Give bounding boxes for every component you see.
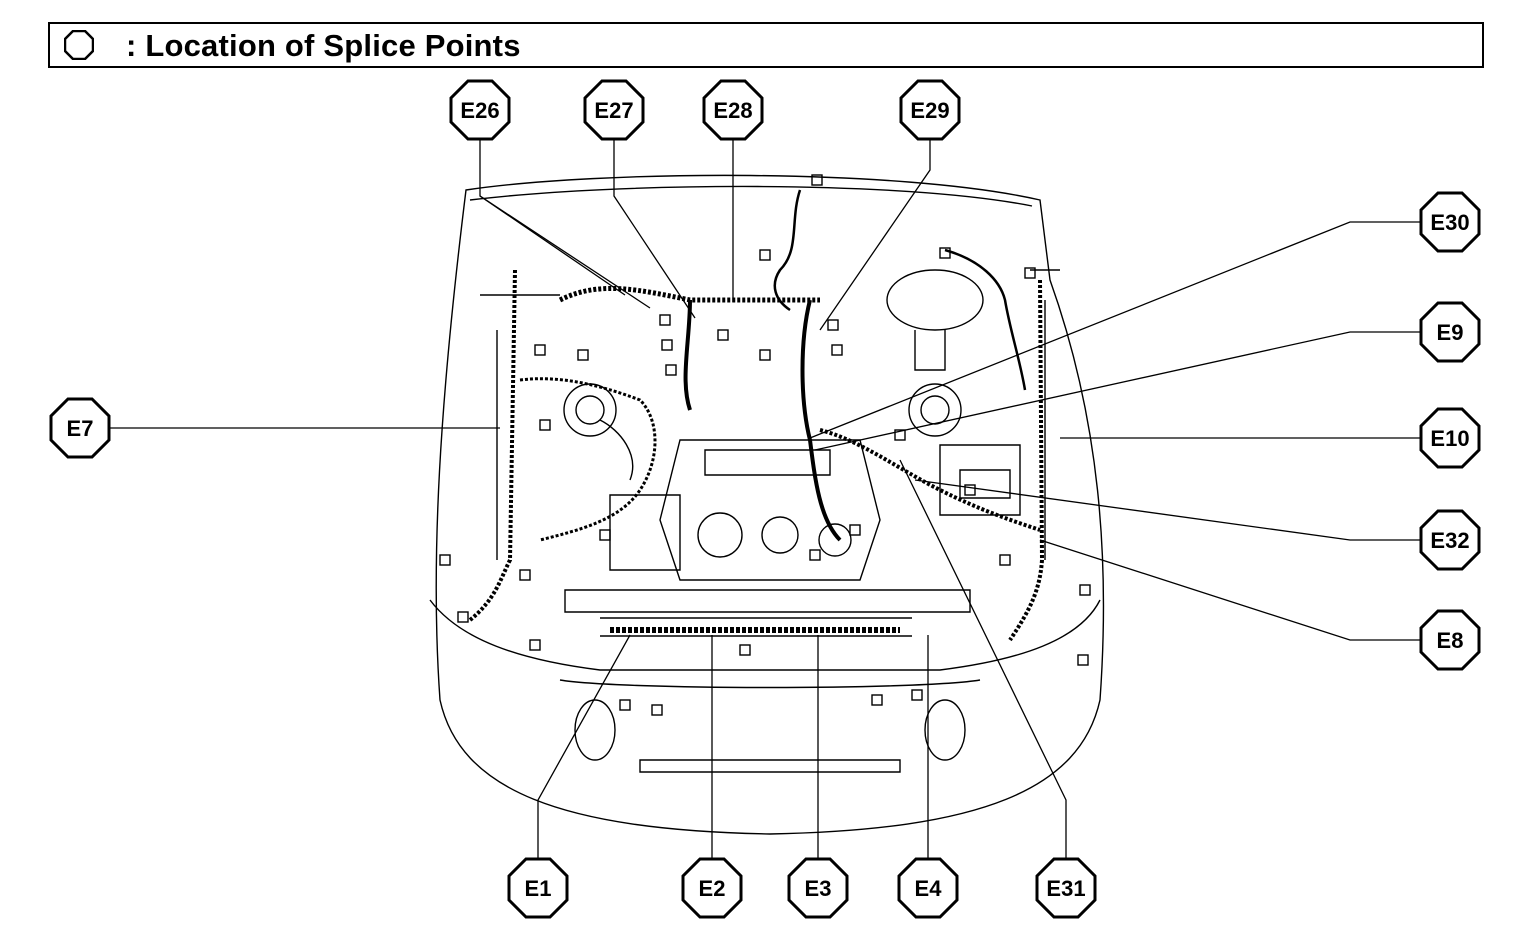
leader-e9 [814, 331, 1422, 451]
callout-e7: E7 [49, 397, 111, 459]
octagon-icon [1419, 301, 1481, 363]
callout-label: E2 [699, 876, 726, 901]
callout-label: E3 [805, 876, 832, 901]
leader-e26-b [479, 195, 651, 309]
callout-label: E10 [1430, 426, 1469, 451]
callout-e1: E1 [507, 857, 569, 919]
octagon-icon [507, 857, 569, 919]
callout-e32: E32 [1419, 509, 1481, 571]
octagon-icon [787, 857, 849, 919]
section-title: : Location of Splice Points [126, 28, 521, 63]
callout-e28: E28 [702, 79, 764, 141]
octagon-icon [1035, 857, 1097, 919]
octagon-icon [449, 79, 511, 141]
octagon-outline-icon [64, 30, 94, 60]
octagon-icon [583, 79, 645, 141]
callout-label: E28 [713, 98, 752, 123]
engine-bay-drawing [429, 174, 1105, 835]
callout-e4: E4 [897, 857, 959, 919]
callout-label: E26 [460, 98, 499, 123]
callout-e27: E27 [583, 79, 645, 141]
callout-e31: E31 [1035, 857, 1097, 919]
leader-e32 [914, 479, 1422, 541]
leader-e27 [613, 138, 696, 319]
leader-e30 [809, 221, 1422, 439]
callout-label: E27 [594, 98, 633, 123]
leader-e8 [1039, 539, 1422, 641]
section-header: : Location of Splice Points [48, 22, 1484, 68]
octagon-icon [49, 397, 111, 459]
callout-label: E30 [1430, 210, 1469, 235]
octagon-icon [1419, 407, 1481, 469]
callout-e29: E29 [899, 79, 961, 141]
leader-e31 [899, 459, 1067, 860]
callout-label: E9 [1437, 320, 1464, 345]
callout-e3: E3 [787, 857, 849, 919]
octagon-icon [702, 79, 764, 141]
callout-e8: E8 [1419, 609, 1481, 671]
octagon-icon [899, 79, 961, 141]
callout-e26: E26 [449, 79, 511, 141]
callout-e2: E2 [681, 857, 743, 919]
callout-label: E29 [910, 98, 949, 123]
leader-e29 [819, 138, 931, 331]
leader-lines [110, 138, 1422, 860]
octagon-icon [1419, 191, 1481, 253]
callout-e10: E10 [1419, 407, 1481, 469]
octagon-icon [1419, 509, 1481, 571]
octagon-icon [897, 857, 959, 919]
callout-label: E32 [1430, 528, 1469, 553]
callout-e30: E30 [1419, 191, 1481, 253]
octagon-icon [1419, 609, 1481, 671]
callout-label: E31 [1046, 876, 1085, 901]
callout-e9: E9 [1419, 301, 1481, 363]
callout-label: E7 [67, 416, 94, 441]
callout-label: E4 [915, 876, 943, 901]
leader-e1 [537, 634, 631, 860]
callout-label: E8 [1437, 628, 1464, 653]
leader-e26 [479, 138, 626, 296]
octagon-icon [681, 857, 743, 919]
callout-label: E1 [525, 876, 552, 901]
